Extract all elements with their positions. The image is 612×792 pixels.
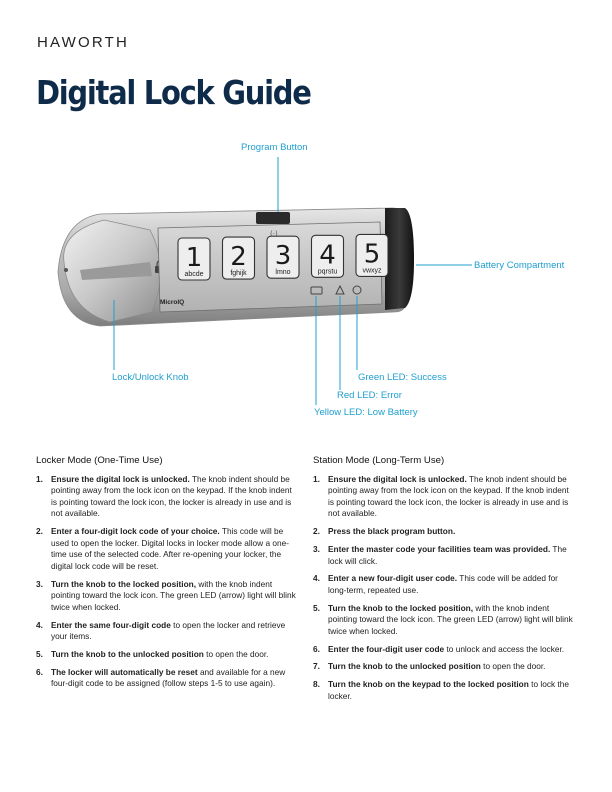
step-detail: This code will be used to open the locke… — [51, 526, 289, 571]
yellow-led-icon — [310, 286, 323, 295]
step-detail: and available for a new four-digit code … — [51, 666, 286, 689]
step-instruction: Enter the four-digit user code — [328, 643, 445, 654]
locker-mode-title: Locker Mode (One-Time Use) — [36, 455, 163, 466]
step-number: 2. — [36, 526, 43, 537]
step-detail: The knob indent should be pointing away … — [328, 473, 569, 519]
step-item: 7. Turn the knob to the unlocked position… — [313, 661, 577, 673]
step-item: 1. Ensure the digital lock is unlocked. T… — [313, 474, 577, 520]
step-instruction: Turn the knob to the locked position, — [328, 602, 474, 613]
station-mode-title: Station Mode (Long-Term Use) — [313, 455, 445, 466]
step-detail: with the knob indent pointing toward the… — [51, 578, 296, 612]
step-item: 5.Turn the knob to the locked position, … — [313, 603, 577, 638]
program-button-label: Program Button — [241, 142, 308, 153]
step-instruction: Enter the master code your facilities te… — [328, 543, 551, 554]
yellow-led-label: Yellow LED: Low Battery — [314, 407, 418, 418]
step-item: 4. Enter a new four-digit user code. This… — [313, 573, 577, 596]
step-instruction: Turn the knob to the unlocked position — [51, 649, 204, 660]
red-led-label: Red LED: Error — [337, 390, 402, 401]
microiq-logo: MicroIQ — [160, 299, 184, 306]
key-digit: 3 — [275, 241, 292, 271]
program-button-shape — [256, 212, 290, 224]
lock-unlock-knob-label: Lock/Unlock Knob — [112, 372, 189, 383]
step-instruction: Turn the knob on the keypad to the locke… — [328, 679, 529, 690]
step-instruction: Press the black program button. — [328, 526, 456, 537]
step-number: 7. — [313, 661, 320, 672]
step-detail: to open the door. — [480, 661, 546, 672]
step-instruction: Ensure the digital lock is unlocked. — [51, 473, 190, 484]
step-detail: to unlock and access the locker. — [444, 643, 565, 654]
step-item: 6. The locker will automatically be reset… — [36, 667, 298, 690]
green-led-label: Green LED: Success — [358, 372, 447, 383]
step-instruction: Enter a four-digit lock code of your cho… — [51, 526, 220, 537]
station-mode-section: Station Mode (Long-Term Use) 1. Ensure th… — [313, 455, 577, 709]
key-letters: pqrstu — [318, 268, 338, 275]
step-instruction: Turn the knob to the unlocked position — [328, 661, 481, 672]
step-detail: to lock the locker. — [328, 679, 569, 701]
red-led-icon — [335, 284, 345, 295]
green-led-icon — [352, 285, 362, 295]
step-detail: with the knob indent pointing toward the… — [328, 602, 573, 636]
step-item: 6. Enter the four-digit user code to unlo… — [313, 644, 577, 656]
step-item: 8. Turn the knob on the keypad to the loc… — [313, 679, 577, 702]
step-item: 1. Ensure the digital lock is unlocked. T… — [36, 474, 298, 520]
station-mode-steps: 1. Ensure the digital lock is unlocked. T… — [313, 474, 577, 703]
step-item: 2. Press the black program button. — [313, 526, 577, 538]
step-instruction: Enter a new four-digit user code. — [328, 573, 458, 584]
step-number: 3. — [36, 578, 43, 589]
locker-mode-steps: 1. Ensure the digital lock is unlocked. T… — [36, 474, 298, 690]
svg-text:(·): (·) — [270, 230, 278, 238]
step-detail: The lock will click. — [328, 543, 567, 566]
battery-compartment-shape — [385, 208, 414, 310]
brand-logo: HAWORTH — [37, 34, 130, 51]
step-number: 4. — [36, 619, 43, 630]
step-number: 8. — [313, 679, 320, 690]
step-instruction: Enter the same four-digit code — [51, 619, 171, 630]
step-item: 4. Enter the same four-digit code to open… — [36, 620, 298, 643]
key-digit: 2 — [230, 242, 247, 272]
key-digit: 5 — [364, 239, 381, 269]
step-number: 1. — [313, 473, 320, 484]
step-item: 2. Enter a four-digit lock code of your c… — [36, 526, 298, 572]
step-detail: to open the door. — [203, 649, 269, 660]
step-detail: The knob indent should be pointing away … — [51, 473, 292, 519]
step-detail: This code will be added for long-term, r… — [328, 573, 558, 595]
step-number: 6. — [36, 666, 43, 677]
locker-mode-section: Locker Mode (One-Time Use) 1. Ensure the … — [36, 455, 298, 696]
step-instruction: The locker will automatically be reset — [51, 666, 198, 677]
led-indicators — [310, 284, 362, 295]
step-instruction: Ensure the digital lock is unlocked. — [328, 473, 467, 484]
key-letters: abcde — [184, 271, 203, 278]
step-number: 6. — [313, 643, 320, 654]
key-letters: fghijk — [230, 270, 247, 277]
battery-compartment-label: Battery Compartment — [474, 260, 565, 271]
step-item: 3. Enter the master code your facilities … — [313, 544, 577, 567]
key-letters: lmno — [275, 269, 290, 276]
step-number: 3. — [313, 543, 320, 554]
callout-lines — [113, 157, 472, 405]
step-number: 5. — [313, 602, 320, 613]
key-digit: 4 — [319, 240, 336, 270]
key-digit: 1 — [186, 243, 203, 273]
step-instruction: Turn the knob to the locked position, — [51, 578, 197, 589]
step-number: 4. — [313, 573, 320, 584]
page-title: Digital Lock Guide — [36, 74, 312, 113]
step-detail: to open the locker and retrieve your ite… — [51, 619, 286, 642]
step-item: 3.Turn the knob to the locked position, … — [36, 579, 298, 614]
step-number: 2. — [313, 526, 320, 537]
step-number: 5. — [36, 649, 43, 660]
step-number: 1. — [36, 473, 43, 484]
step-item: 5. Turn the knob to the unlocked position… — [36, 649, 298, 661]
key-letters: vwxyz — [362, 267, 382, 274]
